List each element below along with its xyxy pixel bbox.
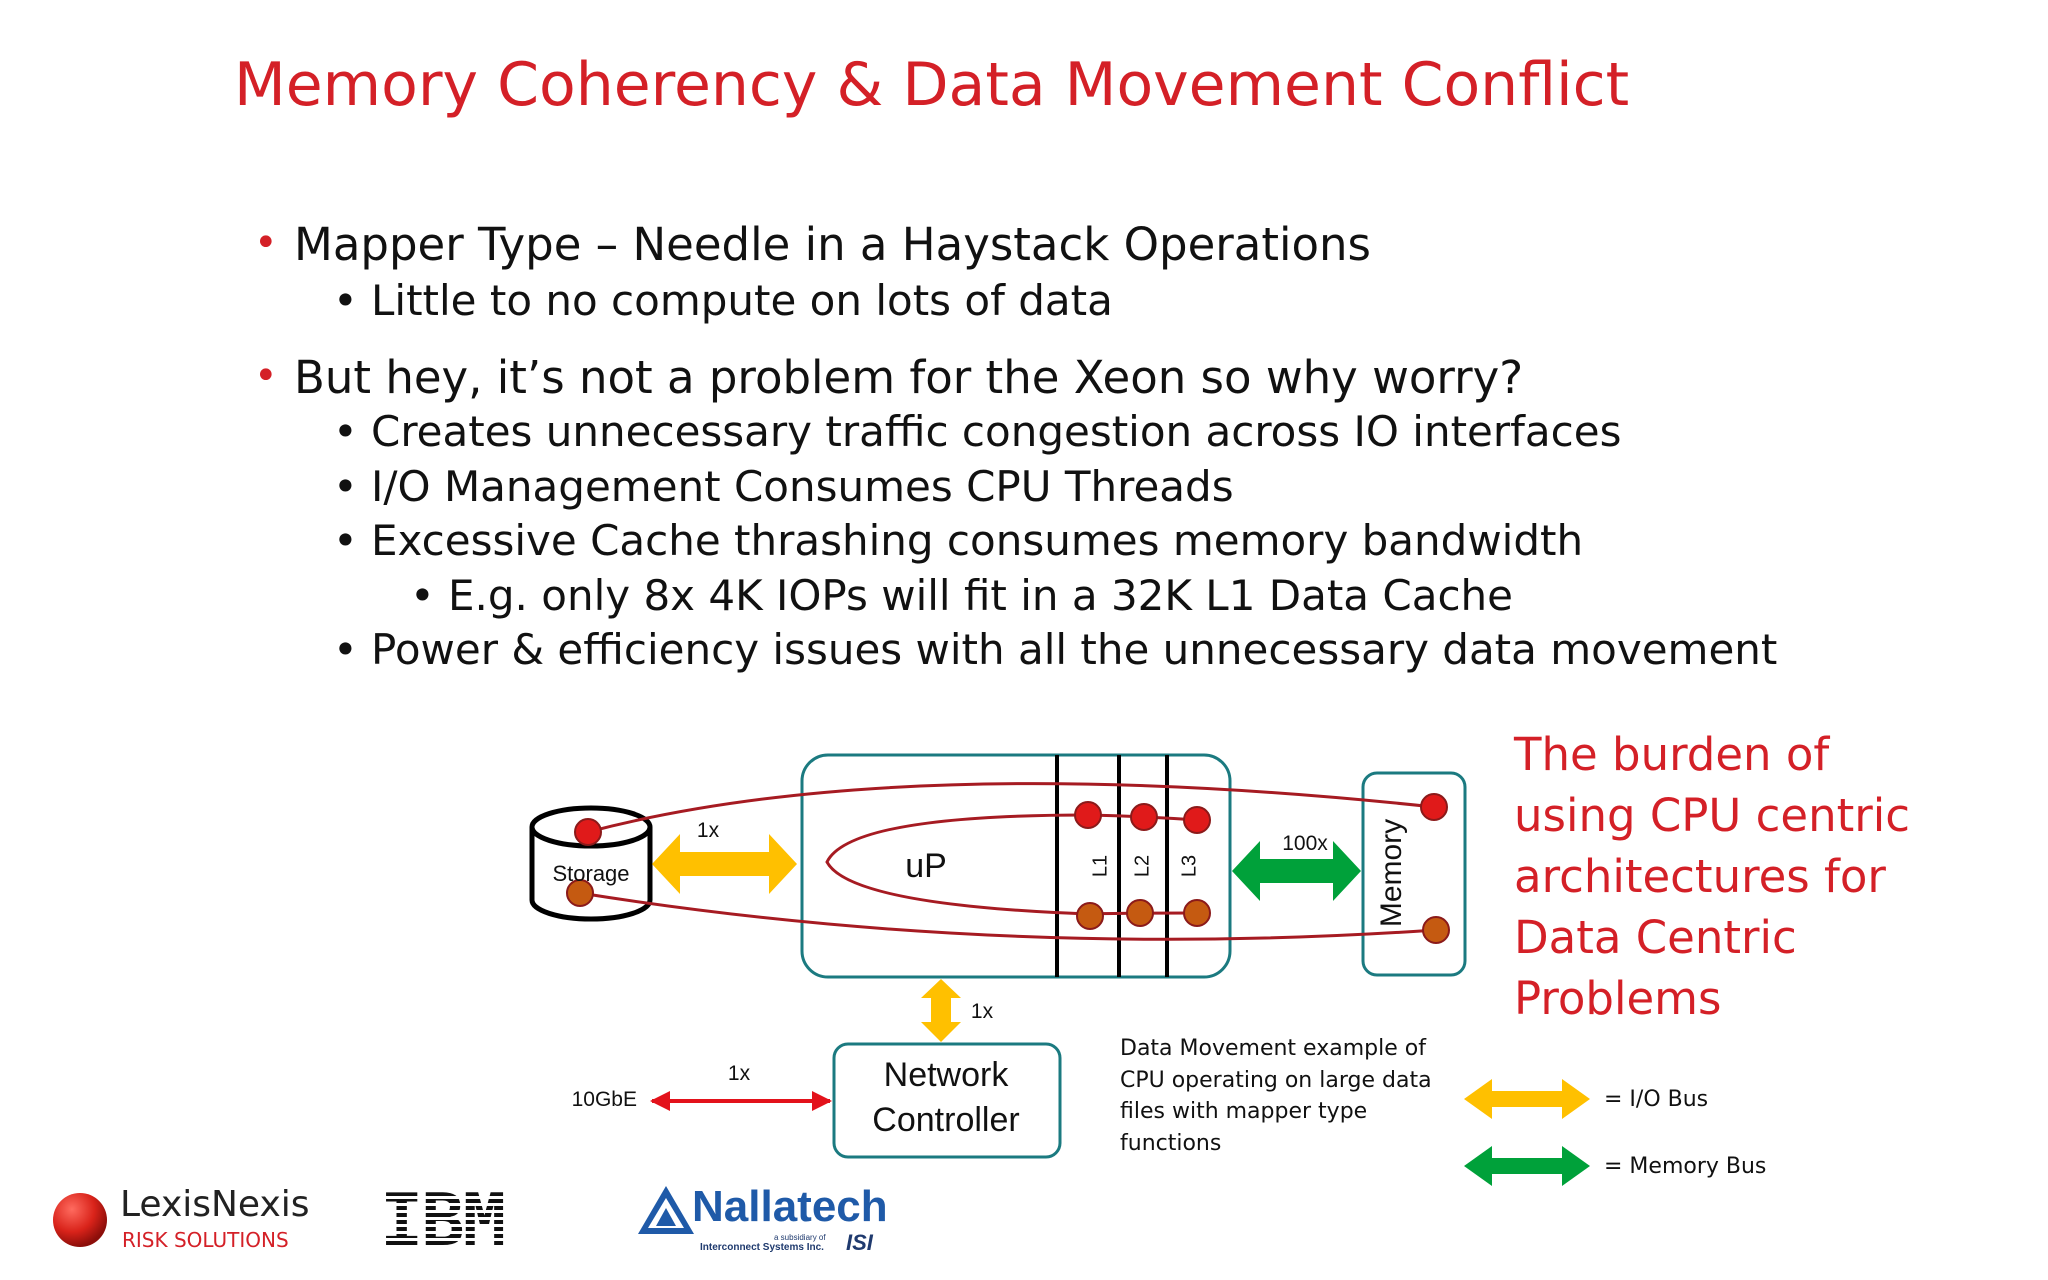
bullet-item: • But hey, it’s not a problem for the Xe… <box>254 351 1524 404</box>
network-bus-ratio: 1x <box>971 1000 994 1023</box>
data-dot <box>566 879 594 907</box>
data-dot <box>1126 899 1154 927</box>
bullet-dot-icon: • <box>333 462 358 511</box>
memory-bus-ratio: 100x <box>1282 832 1328 855</box>
storage-label: Storage <box>552 861 629 886</box>
data-dot <box>1076 902 1104 930</box>
bullet-item: • E.g. only 8x 4K IOPs will fit in a 32K… <box>410 571 1514 620</box>
lexisnexis-logo: LexisNexis RISK SOLUTIONS <box>52 1184 332 1254</box>
ethernet-label: 10GbE <box>572 1088 637 1111</box>
processor-box <box>800 753 1232 979</box>
bullet-dot-icon: • <box>333 625 358 674</box>
cache-label-l3: L3 <box>1178 855 1200 877</box>
bullet-dot-icon: • <box>333 407 358 456</box>
network-label-line1: Network <box>884 1056 1010 1094</box>
cache-label-l2: L2 <box>1131 855 1153 877</box>
bullet-item: • Mapper Type – Needle in a Haystack Ope… <box>254 218 1371 271</box>
data-dot <box>1130 803 1158 831</box>
network-label-line2: Controller <box>872 1101 1019 1139</box>
data-dot <box>1074 801 1102 829</box>
bullet-dot-icon: • <box>254 353 278 399</box>
io-bus-arrow <box>652 834 797 894</box>
legend-memory-bus-label: = Memory Bus <box>1604 1154 1767 1179</box>
memory-bus-arrow <box>1232 841 1361 901</box>
burden-callout: The burden of using CPU centric architec… <box>1514 728 1910 1025</box>
bullet-item: • Power & efficiency issues with all the… <box>333 625 1778 674</box>
ibm-logo: IBM <box>380 1178 506 1262</box>
data-dot <box>1422 916 1450 944</box>
network-controller-box <box>832 1042 1062 1159</box>
bullet-dot-icon: • <box>333 516 358 565</box>
data-dot <box>1420 793 1448 821</box>
bullet-dot-icon: • <box>410 571 435 620</box>
bullet-item: • Creates unnecessary traffic congestion… <box>333 407 1622 456</box>
legend-io-bus-icon <box>1464 1079 1590 1119</box>
storage-bus-ratio: 1x <box>697 819 720 842</box>
io-bus-arrow-vertical <box>921 979 961 1042</box>
bullet-dot-icon: • <box>254 220 278 266</box>
cache-label-l1: L1 <box>1089 855 1111 877</box>
bullet-dot-icon: • <box>333 276 358 325</box>
diagram-caption: Data Movement example of CPU operating o… <box>1120 1036 1432 1156</box>
ethernet-bus-ratio: 1x <box>728 1062 751 1085</box>
bullet-item: • Excessive Cache thrashing consumes mem… <box>333 516 1584 565</box>
data-dot <box>574 818 602 846</box>
processor-label: uP <box>905 847 947 885</box>
memory-label: Memory <box>1375 819 1408 927</box>
bullet-item: • Little to no compute on lots of data <box>333 276 1113 325</box>
lexisnexis-sphere-icon <box>53 1193 107 1247</box>
data-dot <box>1183 899 1211 927</box>
legend-memory-bus-icon <box>1464 1146 1590 1186</box>
data-dot <box>1183 806 1211 834</box>
bullet-item: • I/O Management Consumes CPU Threads <box>333 462 1234 511</box>
legend-io-bus-label: = I/O Bus <box>1604 1087 1709 1112</box>
nallatech-logo: Nallatech a subsidiary of Interconnect S… <box>636 1182 896 1258</box>
slide-title: Memory Coherency & Data Movement Conflic… <box>234 50 1630 120</box>
nallatech-triangle-icon <box>638 1186 694 1234</box>
